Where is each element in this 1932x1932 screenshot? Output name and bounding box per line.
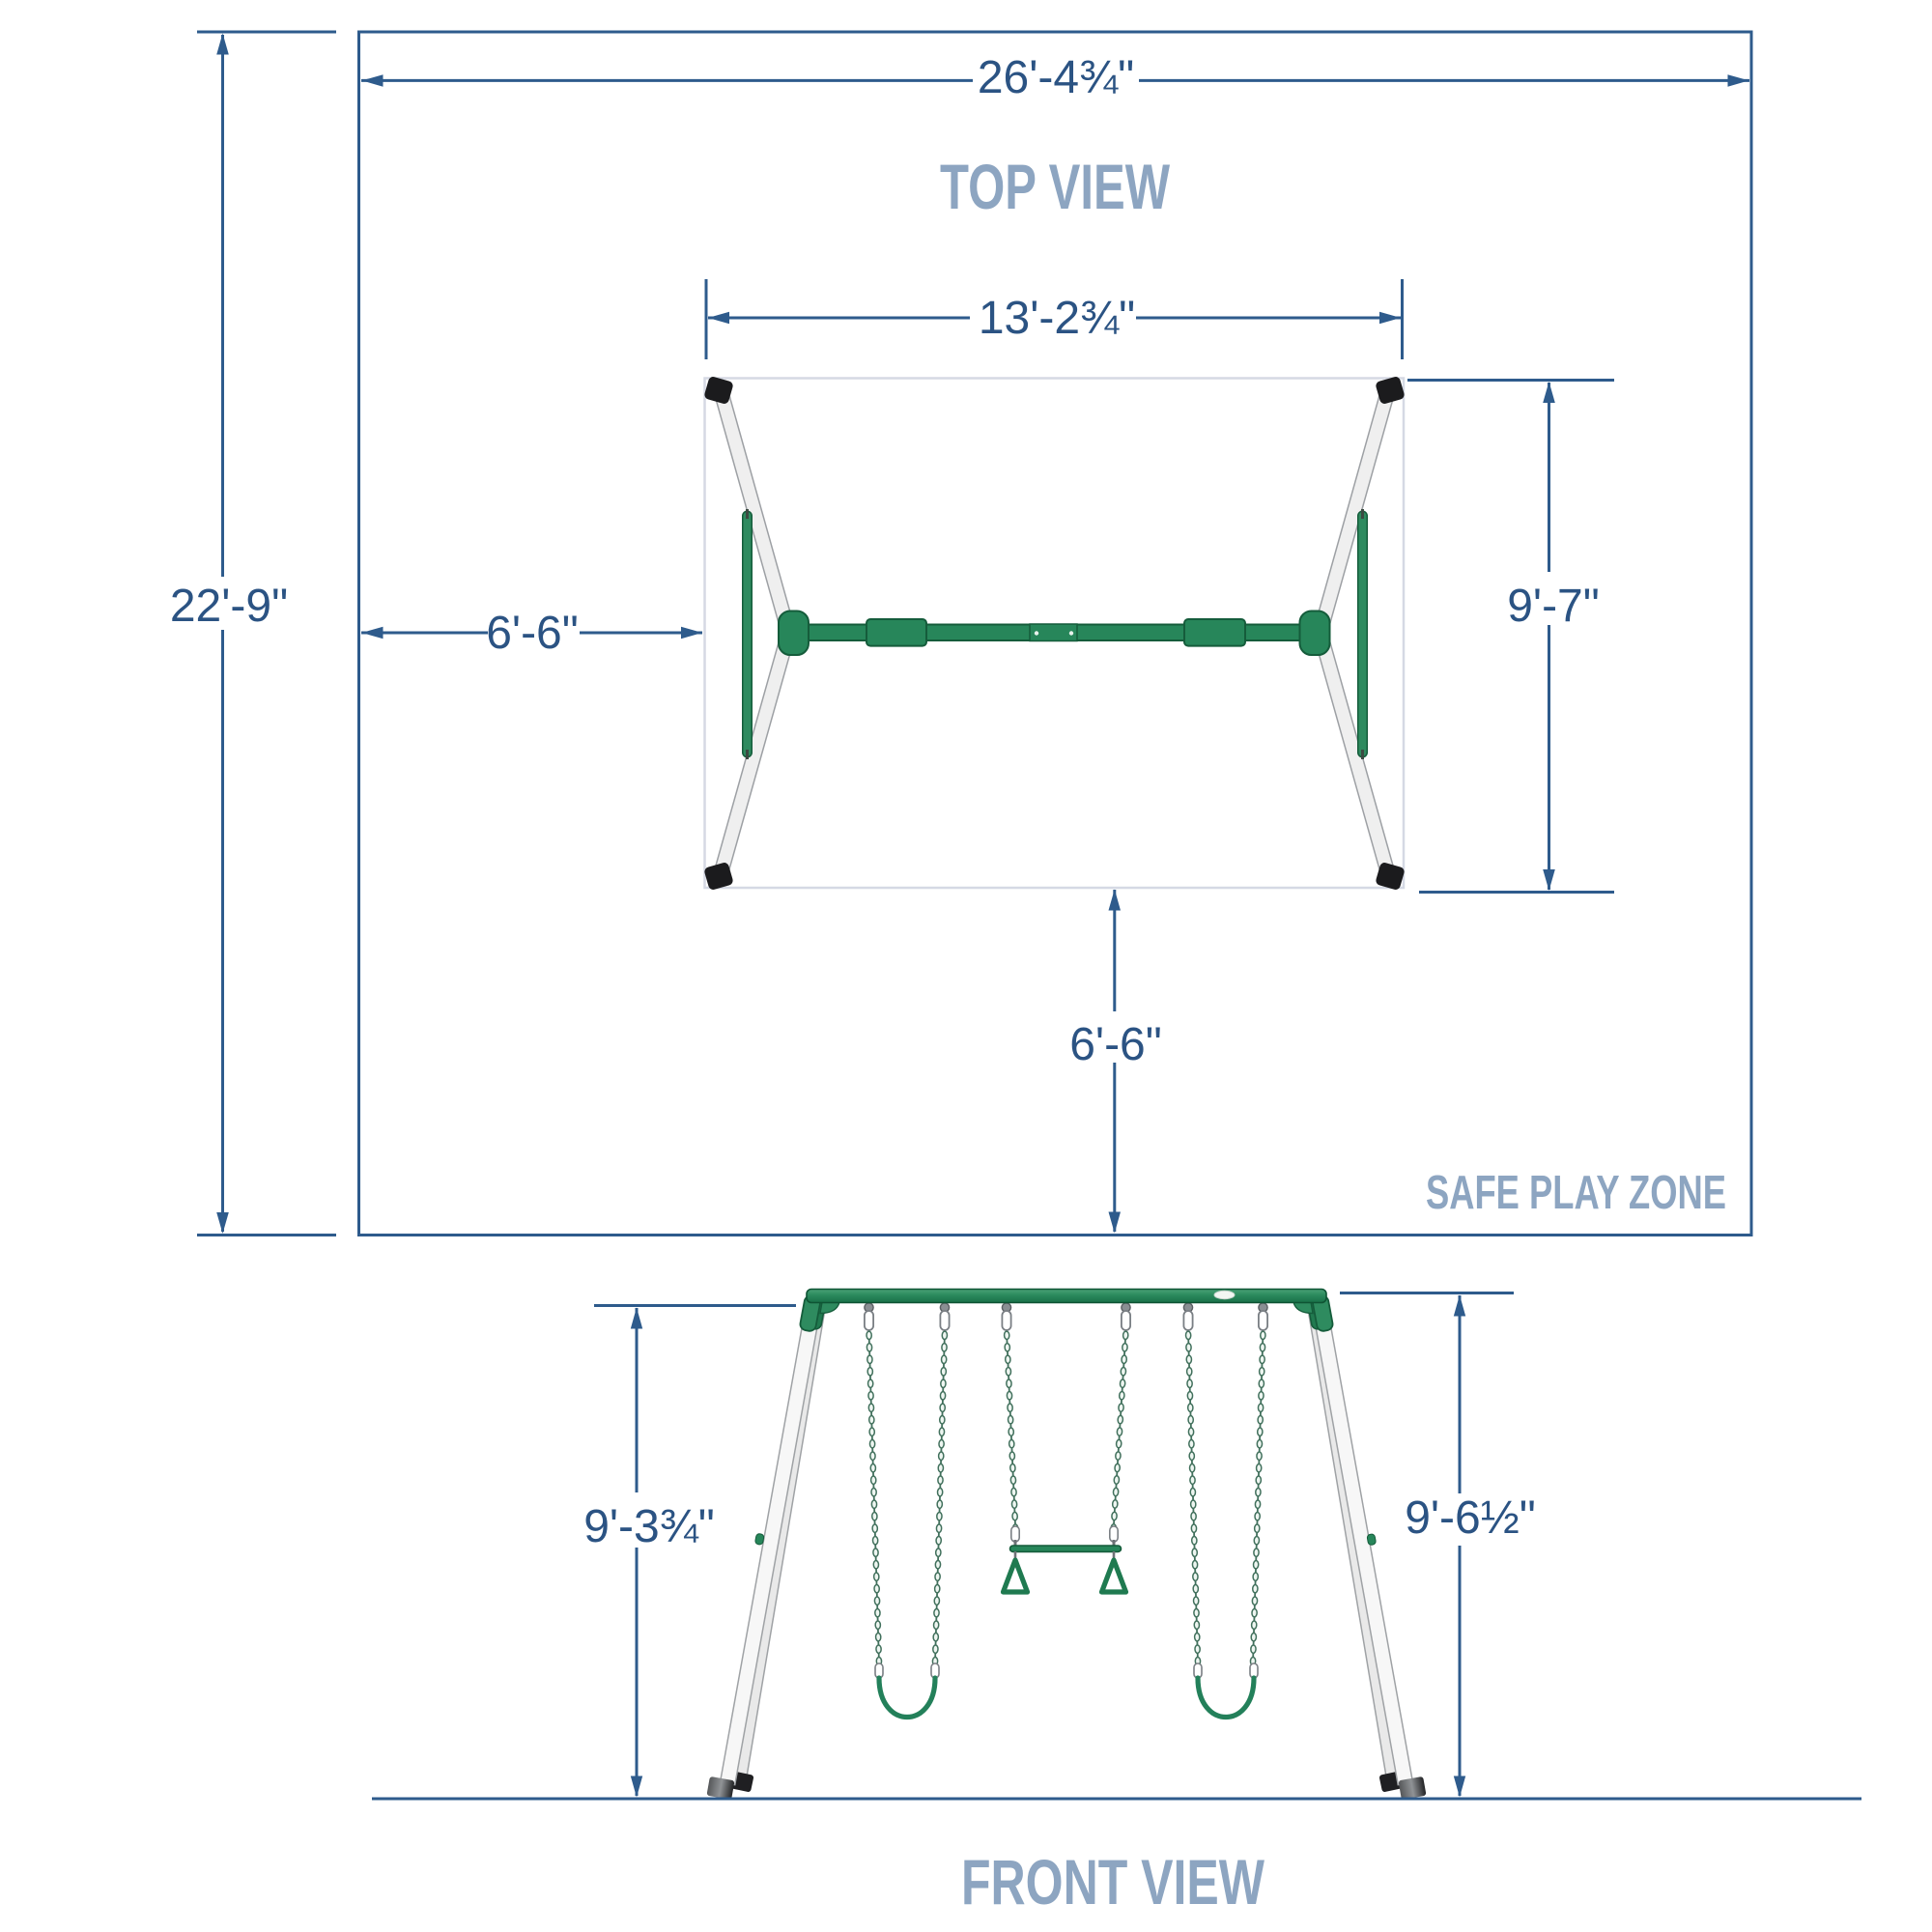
svg-text:26'-4¾": 26'-4¾" <box>978 52 1134 103</box>
svg-text:9'-6½": 9'-6½" <box>1405 1492 1536 1544</box>
svg-text:FRONT VIEW: FRONT VIEW <box>961 1846 1265 1918</box>
svg-text:SAFE PLAY ZONE: SAFE PLAY ZONE <box>1426 1167 1726 1219</box>
svg-text:22'-9": 22'-9" <box>170 581 288 632</box>
svg-text:6'-6": 6'-6" <box>1069 1019 1162 1070</box>
svg-text:9'-3¾": 9'-3¾" <box>583 1501 715 1552</box>
svg-text:6'-6": 6'-6" <box>486 608 579 659</box>
svg-text:13'-2¾": 13'-2¾" <box>979 293 1135 344</box>
svg-text:TOP VIEW: TOP VIEW <box>940 151 1171 222</box>
svg-text:9'-7": 9'-7" <box>1507 581 1600 632</box>
